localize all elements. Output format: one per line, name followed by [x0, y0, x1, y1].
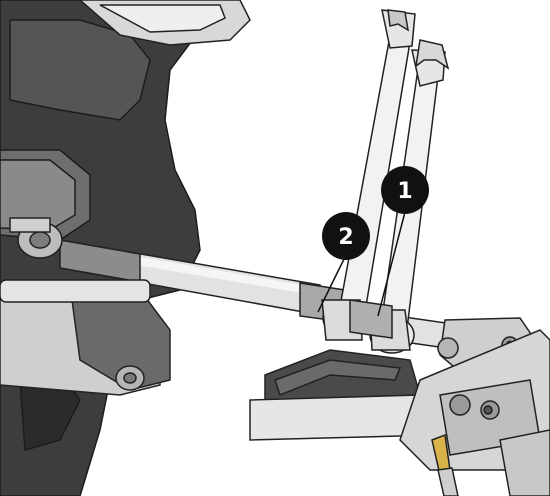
- callout-1-leader: [377, 211, 406, 317]
- callout-2-label: 2: [338, 225, 353, 250]
- lower-right-mechanism: [249, 329, 550, 496]
- left-rod-end: [9, 217, 63, 259]
- callout-1: 1: [381, 166, 429, 214]
- upper-cover: [78, 0, 251, 46]
- tie-rod-tube: [59, 239, 346, 323]
- callout-2-leader: [317, 254, 347, 313]
- callout-2-badge: [322, 212, 370, 260]
- lock-nut: [349, 299, 393, 339]
- callout-leaders: [317, 211, 406, 317]
- callout-1-badge: [381, 166, 429, 214]
- brass-fitting: [431, 433, 459, 496]
- callout-2: 2: [322, 212, 370, 260]
- lower-left-bracket: [0, 279, 171, 396]
- callout-1-label: 1: [397, 179, 412, 204]
